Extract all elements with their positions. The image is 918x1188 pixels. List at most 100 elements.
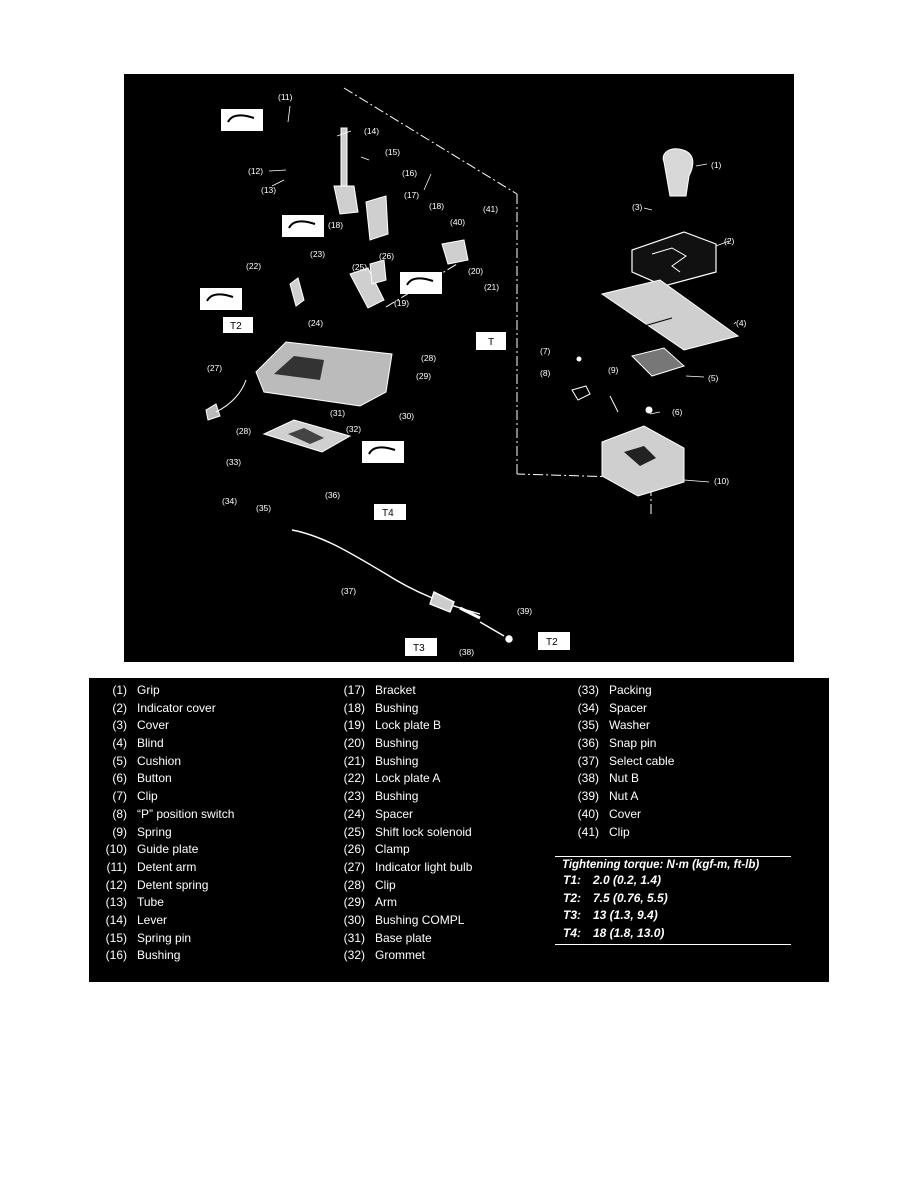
guide-plate-shape xyxy=(601,425,685,497)
legend-row: (4)Blind xyxy=(112,736,164,751)
bulb-harness-shape xyxy=(205,379,247,421)
legend-row: (14)Lever xyxy=(105,912,168,927)
callout-label: (12) xyxy=(248,166,263,176)
legend-row: (39)Nut A xyxy=(577,789,639,804)
callout-label: (13) xyxy=(261,185,276,195)
legend-row: (13)Tube xyxy=(105,895,164,910)
legend-row: (33)Packing xyxy=(577,683,652,697)
callout-label: (3) xyxy=(632,202,643,212)
legend-row: (7)Clip xyxy=(112,789,158,804)
callout-label: (18) xyxy=(328,220,343,230)
torque-tag-t: T xyxy=(476,332,506,350)
apply-grease-icons xyxy=(200,109,442,463)
parts-legend: (1)Grip (2)Indicator cover (3)Cover (4)B… xyxy=(89,678,829,982)
torque-title: Tightening torque: N·m (kgf-m, ft-lb) xyxy=(555,856,791,872)
legend-row: (40)Cover xyxy=(577,806,642,821)
legend-row: (25)Shift lock solenoid xyxy=(343,824,472,839)
svg-text:T: T xyxy=(488,337,494,348)
legend-row: (31)Base plate xyxy=(343,930,432,945)
callout-label: (10) xyxy=(714,476,729,486)
callout-label: (28) xyxy=(421,353,436,363)
leader-lines xyxy=(268,105,737,483)
torque-tag-t4: T4 xyxy=(374,504,406,520)
legend-row: (37)Select cable xyxy=(577,753,675,768)
diagram-drawing: (1) (2) (3) (4) (5) (6) (7) (8) (9) (10)… xyxy=(200,87,747,657)
legend-row: (32)Grommet xyxy=(343,948,426,963)
svg-text:T3: T3 xyxy=(413,643,425,654)
exploded-view-diagram: (1) (2) (3) (4) (5) (6) (7) (8) (9) (10)… xyxy=(124,74,794,662)
callout-label: (38) xyxy=(459,647,474,657)
blind-shape xyxy=(600,279,740,351)
legend-row: (35)Washer xyxy=(577,718,650,733)
legend-row: (17)Bracket xyxy=(343,683,416,697)
callout-label: (33) xyxy=(226,457,241,467)
legend-row: (24)Spacer xyxy=(343,806,414,821)
legend-row: (9)Spring xyxy=(112,824,172,839)
legend-row: (11)Detent arm xyxy=(106,859,197,874)
callout-label: (21) xyxy=(484,282,499,292)
callout-label: (22) xyxy=(246,261,261,271)
grip-shape xyxy=(662,148,694,197)
callout-label: (31) xyxy=(330,408,345,418)
svg-text:T4: T4 xyxy=(382,508,394,519)
grease-icon xyxy=(282,215,324,237)
legend-column-3: (33)Packing (34)Spacer (35)Washer (36)Sn… xyxy=(561,682,675,841)
legend-row: (28)Clip xyxy=(343,877,396,892)
packing-shape xyxy=(262,419,352,453)
callout-label: (39) xyxy=(517,606,532,616)
callout-label: (7) xyxy=(540,346,551,356)
legend-column-1: (1)Grip (2)Indicator cover (3)Cover (4)B… xyxy=(89,682,235,965)
torque-tags: T2 T T4 T3 T2 xyxy=(223,317,570,656)
callout-label: (34) xyxy=(222,496,237,506)
legend-row: (22)Lock plate A xyxy=(343,771,441,786)
grease-icon xyxy=(400,272,442,294)
callout-labels: (1) (2) (3) (4) (5) (6) (7) (8) (9) (10)… xyxy=(207,92,747,657)
grease-icon xyxy=(200,288,242,310)
legend-row: (41)Clip xyxy=(577,824,630,839)
callout-label: (32) xyxy=(346,424,361,434)
small-parts-right xyxy=(571,356,653,414)
legend-row: (30)Bushing COMPL xyxy=(343,912,465,927)
callout-label: (25) xyxy=(352,262,367,272)
torque-tag-t2-left: T2 xyxy=(223,317,253,333)
torque-row: T3:13 (1.3, 9.4) xyxy=(563,908,658,922)
callout-label: (26) xyxy=(379,251,394,261)
callout-label: (40) xyxy=(450,217,465,227)
svg-text:T2: T2 xyxy=(546,637,558,648)
callout-label: (19) xyxy=(394,298,409,308)
svg-text:T2: T2 xyxy=(230,321,242,332)
callout-label: (8) xyxy=(540,368,551,378)
callout-label: (4) xyxy=(736,318,747,328)
torque-row: T1:2.0 (0.2, 1.4) xyxy=(563,873,662,887)
callout-label: (28) xyxy=(236,426,251,436)
legend-row: (38)Nut B xyxy=(577,771,640,786)
base-plate-shape xyxy=(255,341,393,407)
legend-row: (26)Clamp xyxy=(343,842,410,857)
callout-label: (14) xyxy=(364,126,379,136)
legend-row: (20)Bushing xyxy=(343,736,419,751)
legend-row: (18)Bushing xyxy=(343,700,419,715)
legend-row: (8)“P” position switch xyxy=(112,806,235,821)
callout-label: (5) xyxy=(708,373,719,383)
callout-label: (6) xyxy=(672,407,683,417)
cushion-shape xyxy=(631,347,685,377)
legend-row: (34)Spacer xyxy=(577,700,648,715)
callout-label: (35) xyxy=(256,503,271,513)
indicator-cover-shape xyxy=(631,231,717,287)
callout-label: (27) xyxy=(207,363,222,373)
callout-label: (24) xyxy=(308,318,323,328)
callout-label: (17) xyxy=(404,190,419,200)
torque-row: T4:18 (1.8, 13.0) xyxy=(563,925,665,940)
callout-label: (2) xyxy=(724,236,735,246)
legend-row: (12)Detent spring xyxy=(105,877,209,892)
callout-label: (9) xyxy=(608,365,619,375)
legend-row: (3)Cover xyxy=(112,718,170,733)
legend-row: (2)Indicator cover xyxy=(112,700,216,715)
torque-tag-t2-right: T2 xyxy=(538,632,570,650)
torque-tag-t3: T3 xyxy=(405,638,437,656)
callout-label: (37) xyxy=(341,586,356,596)
callout-label: (15) xyxy=(385,147,400,157)
lever-assembly-shape xyxy=(289,127,469,309)
legend-row: (6)Button xyxy=(112,771,172,786)
torque-row: T2:7.5 (0.76, 5.5) xyxy=(563,890,668,905)
